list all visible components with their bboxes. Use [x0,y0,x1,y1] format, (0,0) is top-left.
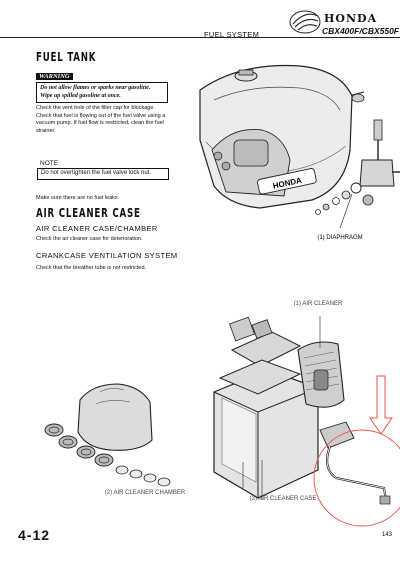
annotation-arrow-icon [369,375,393,435]
model-name: CBX400F/CBX550F [322,26,400,36]
fuel-tank-title: FUEL TANK [36,50,97,64]
air-cleaner-title: AIR CLEANER CASE [36,206,141,220]
note-label: NOTE [40,160,59,167]
warning-label: WARNING [36,73,73,80]
air-cleaner-subheading: AIR CLEANER CASE/CHAMBER [36,224,158,233]
warning-box: Do not allow flames or sparks near gasol… [36,82,168,103]
header-rule [0,37,400,38]
annotation-circle [313,429,400,527]
crankcase-subheading: CRANKCASE VENTILATION SYSTEM [36,251,178,260]
air-cleaner-element-label: (1) AIR CLEANER [294,301,343,307]
air-cleaner-chamber-label: (2) AIR CLEANER CHAMBER [105,490,186,496]
fuel-tank-paragraph: Check the vent hole of the filler cap fo… [36,105,166,134]
page-number: 143 [382,532,393,538]
crankcase-text: Check that the breather tube is not rest… [36,265,147,271]
air-cleaner-text: Check the air cleaner case for deteriora… [36,236,143,242]
air-cleaner-case-label: (3) AIR CLEANER CASE [250,496,317,502]
page-code: 4-12 [18,527,51,543]
brand-name: HONDA [324,12,378,25]
section-header: FUEL SYSTEM [204,30,260,39]
diaphragm-label: (1) DIAPHRAGM [317,235,362,241]
note-box: Do not overtighten the fuel valve lock n… [37,168,169,180]
fuel-leak-text: Make sure there are no fuel leaks. [36,195,120,201]
